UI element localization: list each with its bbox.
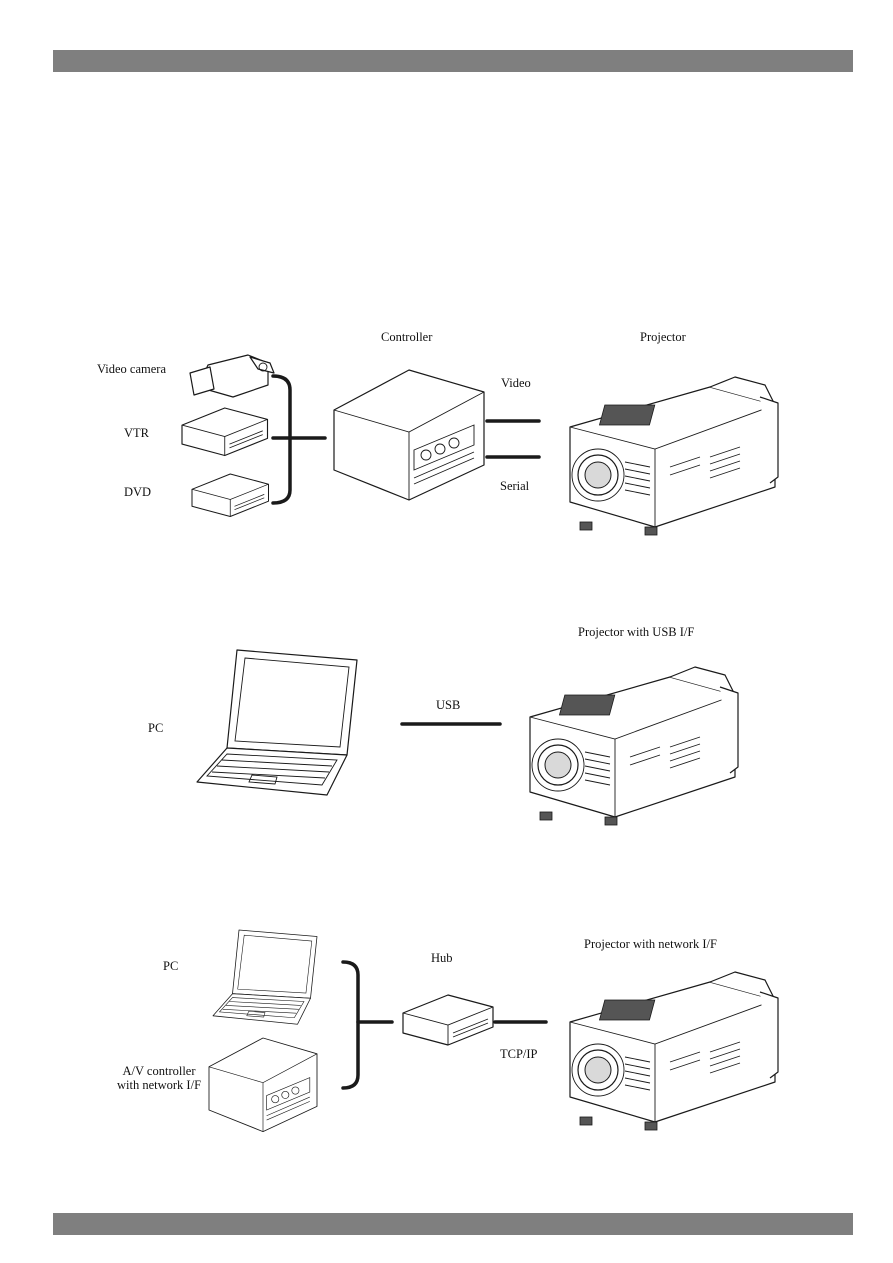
video-camera-label: Video camera [97,362,167,376]
pc-label: PC [148,721,164,735]
av-controller-label: A/V controller with network I/F [117,1064,202,1093]
controller-device [333,369,485,501]
projector-usb-device [529,666,739,826]
projector-label: Projector [640,330,686,344]
pc-laptop-small [212,929,318,1025]
sources-bracket [271,374,292,505]
header-bar [53,50,853,72]
tcpip-link-label: TCP/IP [500,1047,538,1061]
footer-bar [53,1213,853,1235]
projector-network-label: Projector with network I/F [584,937,717,951]
vtr-label: VTR [124,426,149,440]
controller-label: Controller [381,330,433,344]
pc-label-net: PC [163,959,179,973]
video-camera [189,354,275,398]
serial-link-label: Serial [500,479,530,493]
pc-laptop [196,649,358,796]
dvd-label: DVD [124,485,152,499]
dvd-device [191,473,270,518]
projector-network-device [569,971,779,1131]
usb-link-label: USB [436,698,461,712]
projector-usb-label: Projector with USB I/F [578,625,695,639]
av-controller-device [208,1037,318,1133]
projector-device [569,376,779,536]
hub-device [402,994,494,1046]
vtr-device [181,407,269,457]
video-link-label: Video [501,376,531,390]
hub-label: Hub [431,951,453,965]
hub-bracket [341,960,360,1090]
